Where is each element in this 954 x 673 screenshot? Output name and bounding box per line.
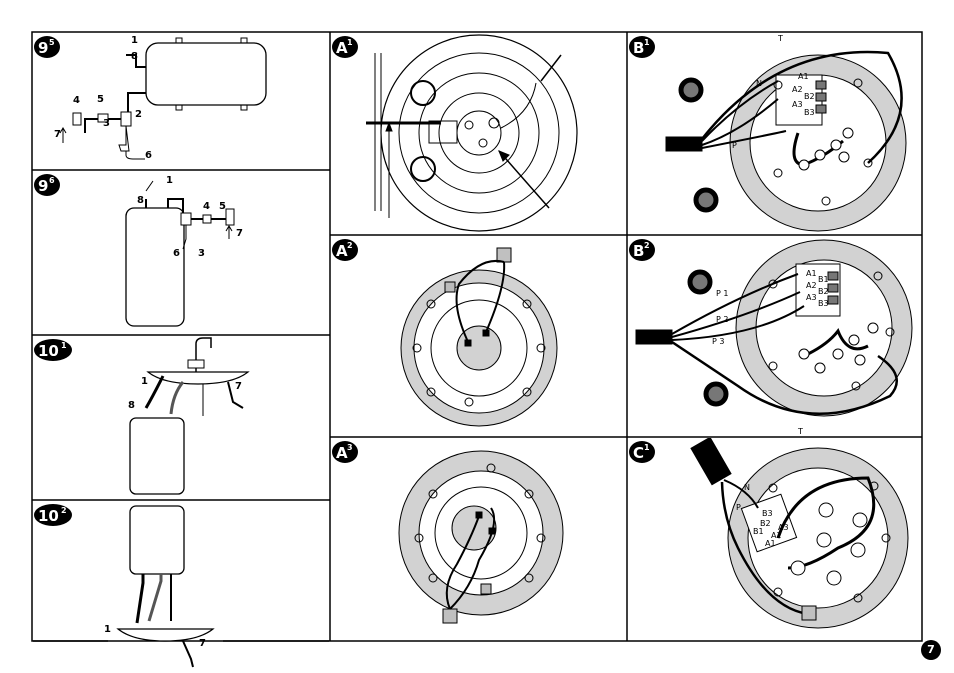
- terminal-a3: A3: [778, 523, 789, 532]
- badge-sup: 6: [49, 176, 55, 185]
- label-8: 8: [131, 51, 138, 62]
- terminal-b2: B2: [804, 92, 815, 101]
- terminal-b3: B3: [818, 299, 829, 308]
- label-6: 6: [145, 150, 152, 161]
- wire-label-p2: P 2: [716, 315, 728, 324]
- terminal-a1: A1: [765, 539, 776, 548]
- label-4: 4: [203, 201, 210, 212]
- label-5: 5: [97, 94, 104, 105]
- terminal-b2: B2: [818, 287, 829, 296]
- badge-sup: 3: [347, 443, 353, 452]
- label-8: 8: [137, 195, 144, 206]
- figure-10-2: 10 2 1 7: [33, 501, 329, 672]
- terminal-b1: B1: [818, 275, 829, 284]
- figure-9-5: 9 5 1 8 4 5 2 3 7 6: [33, 33, 329, 169]
- wire-label-n: N: [744, 483, 750, 492]
- figure-badge: B 1: [629, 36, 655, 58]
- label-1: 1: [131, 35, 138, 46]
- figure-badge: C 1: [629, 441, 655, 463]
- terminal-a2: A2: [806, 281, 817, 290]
- wire-label-p: P: [732, 141, 737, 150]
- three-phase-wiring-drawing: [665, 50, 907, 232]
- figure-C1: C 1 N P B3 B2 B1 A3: [628, 438, 921, 640]
- badge-sup: 1: [644, 38, 650, 47]
- label-5: 5: [219, 201, 226, 212]
- flange-wiring-drawing: [398, 450, 564, 624]
- figure-A3: A 3: [331, 438, 626, 640]
- terminal-a2: A2: [771, 531, 782, 540]
- badge-sup: 1: [61, 341, 67, 350]
- terminal-a3: A3: [806, 293, 817, 302]
- badge-main: 10: [38, 507, 59, 525]
- single-phase-wiring-drawing: [690, 438, 909, 629]
- label-6: 6: [173, 248, 180, 259]
- label-7: 7: [236, 228, 243, 239]
- badge-sup: 2: [61, 506, 67, 515]
- badge-main: B: [633, 242, 644, 260]
- figure-B1: B 1: [628, 33, 921, 234]
- figure-B2: B 2: [628, 236, 921, 436]
- badge-main: A: [336, 39, 348, 57]
- badge-sup: 2: [347, 241, 353, 250]
- terminal-a1: A1: [798, 72, 809, 81]
- badge-sup: 5: [49, 38, 55, 47]
- figure-A2: A 2: [331, 236, 626, 436]
- badge-sup: 1: [644, 443, 650, 452]
- wire-label-p3: P 3: [712, 337, 724, 346]
- figure-10-1: 10 1 1 7 8: [33, 336, 329, 499]
- label-8: 8: [128, 400, 135, 411]
- label-2: 2: [135, 109, 142, 120]
- figure-badge: A 1: [332, 36, 358, 58]
- terminal-a3: A3: [792, 100, 803, 109]
- flange-wiring-drawing: [400, 247, 558, 427]
- terminal-b3: B3: [804, 108, 815, 117]
- label-1: 1: [104, 624, 111, 635]
- label-3: 3: [198, 248, 205, 259]
- page-number: 7: [921, 640, 941, 660]
- figure-A1: A 1: [331, 33, 626, 234]
- label-7: 7: [54, 129, 61, 140]
- terminal-b1: B1: [753, 527, 764, 536]
- label-1: 1: [166, 175, 173, 186]
- badge-main: A: [336, 242, 348, 260]
- label-3: 3: [103, 118, 110, 129]
- terminal-b2: B2: [760, 519, 771, 528]
- sink-with-heater: [129, 337, 250, 495]
- label-4: 4: [73, 95, 80, 106]
- wire-label-t: T: [797, 427, 803, 436]
- badge-sup: 1: [347, 38, 353, 47]
- figure-9-6: 9 6 1 8 4 5 7 6 3: [33, 171, 329, 334]
- badge-sup: 2: [644, 241, 650, 250]
- wire-label-p1: P 1: [716, 289, 728, 298]
- label-1: 1: [141, 376, 148, 387]
- label-7: 7: [199, 638, 206, 649]
- three-phase-wiring-drawing: [635, 239, 913, 417]
- badge-main: 9: [38, 39, 48, 57]
- terminal-a1: A1: [806, 269, 817, 278]
- horizontal-water-heater: [59, 37, 267, 160]
- vertical-water-heater: [125, 180, 235, 327]
- badge-main: B: [633, 39, 644, 57]
- badge-main: 9: [38, 177, 48, 195]
- figure-badge: B 2: [629, 239, 655, 261]
- figure-badge: A 3: [332, 441, 358, 463]
- wire-label-n: N: [756, 79, 762, 88]
- badge-main: A: [336, 444, 348, 462]
- badge-main: 10: [38, 342, 59, 360]
- terminal-a2: A2: [792, 85, 803, 94]
- figure-badge: 9 6: [34, 174, 60, 196]
- label-7: 7: [235, 381, 242, 392]
- wire-label-t: T: [777, 34, 783, 43]
- heater-above-sink: [116, 505, 215, 668]
- figure-badge: 10 1: [34, 339, 72, 361]
- flange-assembly-drawing: [366, 34, 578, 232]
- figure-badge: 10 2: [34, 504, 72, 526]
- wire-label-p: P: [736, 503, 741, 512]
- terminal-b3: B3: [762, 509, 773, 518]
- badge-main: C: [633, 444, 644, 462]
- figure-badge: 9 5: [34, 36, 60, 58]
- figure-badge: A 2: [332, 239, 358, 261]
